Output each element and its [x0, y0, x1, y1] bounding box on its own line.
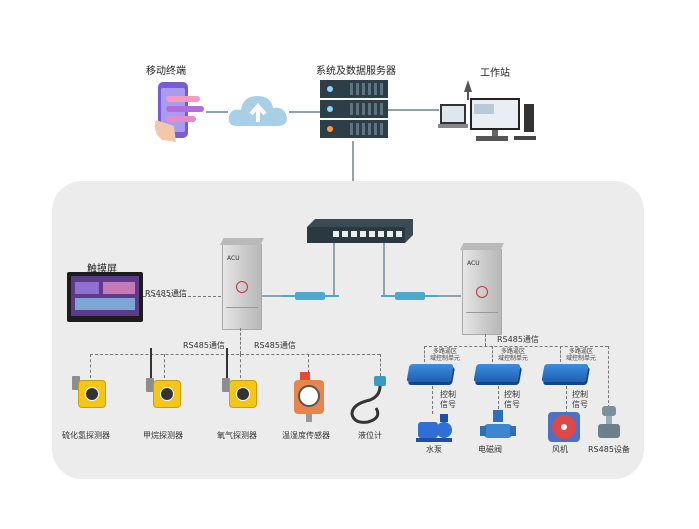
mobile-terminal-icon	[152, 80, 206, 144]
acu-cabinet-right: ACU	[460, 243, 504, 335]
link-switch-right	[383, 243, 385, 295]
detector-label-temp: 温湿度传感器	[282, 431, 330, 440]
fan-icon	[546, 410, 582, 444]
acu-cabinet-right-label: ACU	[467, 260, 480, 267]
drop-ch4	[164, 354, 165, 378]
acu-cabinet-left-label: ACU	[227, 255, 240, 262]
drop-o2	[240, 354, 241, 378]
device-label-fan: 风机	[552, 445, 568, 454]
drop-relay3	[560, 346, 561, 362]
temp-humidity-sensor-icon	[288, 372, 330, 424]
device-label-pump: 水泵	[426, 445, 442, 454]
rs485-label-left1: RS485通信	[183, 341, 225, 350]
mobile-terminal-label: 移动终端	[146, 66, 186, 77]
workstation-label: 工作站	[480, 68, 510, 79]
converter-right	[381, 292, 439, 300]
touchscreen-icon	[67, 272, 143, 322]
link-mobile-cloud	[206, 111, 228, 113]
control-signal-1: 控制 信号	[440, 390, 456, 409]
relay-label-3: 多路逼区 域控制单元	[566, 348, 597, 362]
link-switch-left	[333, 243, 335, 295]
left-bus-drop	[240, 328, 241, 354]
workstation-icon	[438, 78, 542, 144]
drop-rs485-device	[608, 346, 609, 408]
drop-h2s	[90, 354, 91, 378]
drop-relay1	[424, 346, 425, 362]
link-server-switch	[352, 141, 354, 219]
converter-left	[281, 292, 339, 300]
detector-label-level: 液位计	[358, 431, 382, 440]
rs485-label-touchscreen: RS485通信	[145, 289, 187, 298]
network-switch-icon	[305, 219, 415, 243]
relay-unit-1	[406, 364, 454, 382]
detector-label-ch4: 甲烷探测器	[143, 431, 183, 440]
relay-label-1: 多路逼区 域控制单元	[430, 348, 461, 362]
signal-3	[566, 386, 567, 414]
drop-temp	[308, 354, 309, 378]
level-gauge-icon	[346, 374, 392, 426]
right-bus-drop	[485, 334, 486, 346]
right-bus-line	[424, 346, 608, 347]
drop-relay2	[492, 346, 493, 362]
device-label-rs485: RS485设备	[588, 445, 630, 454]
touchscreen-label: 触摸屏	[87, 264, 117, 275]
cloud-upload-icon	[227, 90, 289, 130]
link-cloud-server	[289, 111, 321, 113]
solenoid-valve-icon	[480, 410, 516, 444]
relay-unit-2	[473, 364, 521, 382]
rs485-device-icon	[596, 406, 622, 442]
signal-1	[432, 386, 433, 414]
signal-2	[498, 386, 499, 414]
detector-label-o2: 氧气探测器	[217, 431, 257, 440]
link-touchscreen-cabinet	[143, 296, 221, 297]
relay-unit-3	[541, 364, 589, 382]
server-label: 系统及数据服务器	[316, 66, 396, 77]
control-signal-2: 控制 信号	[504, 390, 520, 409]
water-pump-icon	[416, 414, 454, 444]
device-label-valve: 电磁阀	[478, 445, 502, 454]
rs485-label-left2: RS485通信	[254, 341, 296, 350]
control-signal-3: 控制 信号	[572, 390, 588, 409]
relay-label-2: 多路逼区 域控制单元	[498, 348, 529, 362]
rs485-label-right: RS485通信	[497, 335, 539, 344]
acu-cabinet-left: ACU	[220, 238, 264, 330]
link-server-workstation	[387, 109, 439, 111]
detector-label-h2s: 硫化氢探测器	[62, 431, 110, 440]
left-bus-line	[90, 354, 380, 355]
drop-level	[380, 354, 381, 376]
server-icon	[320, 80, 388, 140]
